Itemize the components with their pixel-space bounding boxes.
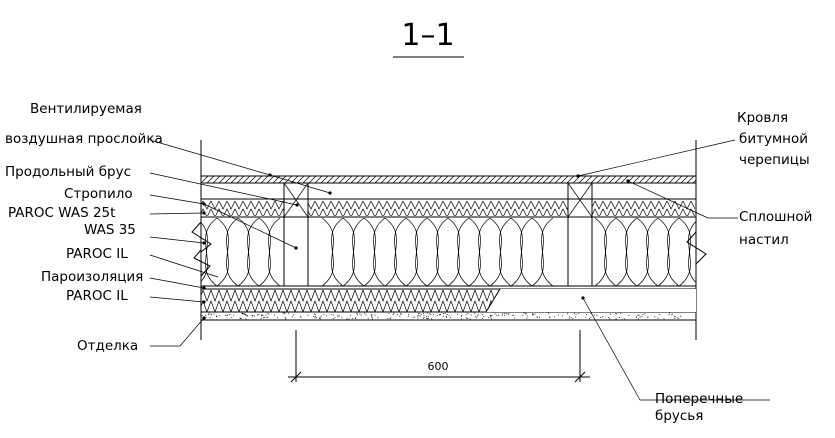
section-title: 1–1	[401, 18, 454, 53]
label-air-gap: воздушная прослойка	[5, 131, 163, 147]
was-insulation-layer	[201, 201, 695, 216]
label-longitudinal-bar: Продольный брус	[5, 164, 131, 180]
lower-insulation-edge	[485, 288, 501, 313]
labels-right: Кровля битумной черепицы Сплошной настил	[737, 110, 812, 248]
leader-line-bottom	[581, 296, 770, 401]
label-finish: Отделка	[77, 338, 138, 354]
finish-layer-texture	[201, 312, 682, 320]
label-rafter: Стропило	[64, 186, 133, 202]
label-paroc-il-upper: PAROC IL	[66, 246, 128, 262]
leader-lines-left	[149, 139, 332, 347]
roofing-hatch	[201, 176, 696, 183]
labels-bottom: Поперечные брусья	[655, 391, 743, 424]
lower-insulation-layer	[201, 289, 696, 312]
paroc-il-layer	[201, 218, 696, 286]
label-solid: Сплошной	[739, 209, 812, 225]
leader-lines-right	[576, 139, 738, 219]
label-roofing: Кровля	[737, 110, 788, 126]
rafter-right	[567, 182, 593, 287]
label-paroc-was: PAROC WAS 25t	[8, 205, 115, 221]
dimension-line	[288, 330, 590, 383]
rafter-left	[283, 182, 309, 287]
label-cross-bars: Поперечные	[655, 391, 743, 407]
label-decking: настил	[739, 232, 789, 248]
dimension-value: 600	[428, 360, 449, 373]
label-was-35: WAS 35	[84, 222, 136, 238]
label-cross-bars-2: брусья	[655, 408, 703, 424]
label-paroc-il-lower: PAROC IL	[66, 288, 128, 304]
labels-left: Вентилируемая воздушная прослойка Продол…	[5, 101, 163, 354]
label-vapor-barrier: Пароизоляция	[41, 269, 143, 285]
label-ventilated: Вентилируемая	[30, 101, 142, 117]
label-bitumen: битумной	[739, 131, 808, 147]
label-tiles: черепицы	[739, 152, 810, 168]
